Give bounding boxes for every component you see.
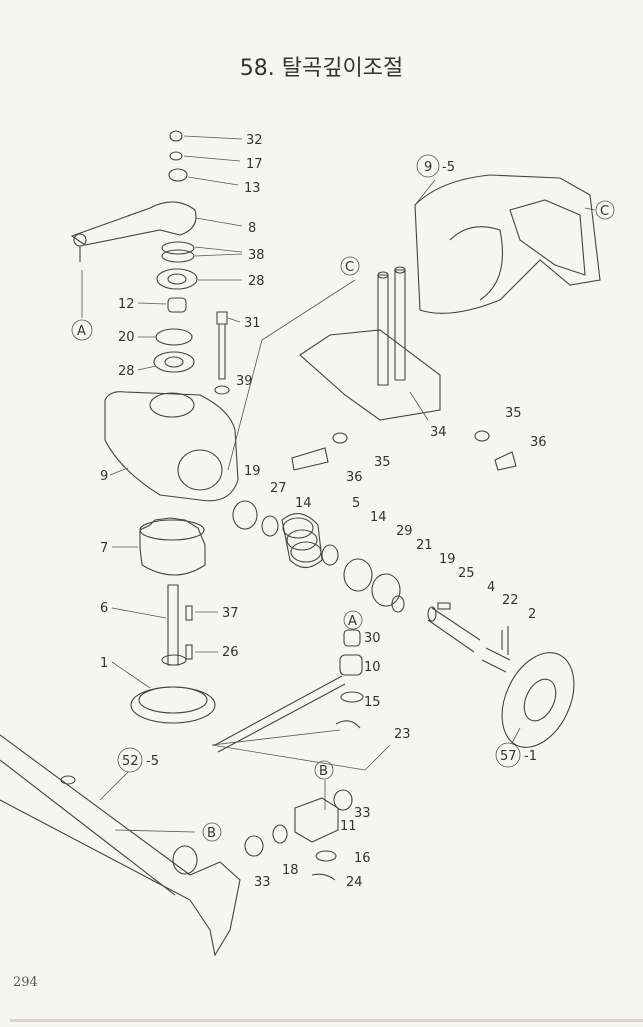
callout-4: 4 xyxy=(487,580,495,595)
callout-39: 39 xyxy=(236,374,253,389)
callout-11: 11 xyxy=(340,819,357,834)
reference-markers: A A B B C C 9 -5 52 -5 57 -1 xyxy=(71,154,615,842)
callout-26: 26 xyxy=(222,645,239,660)
ref-figure-52: 52 xyxy=(122,754,139,769)
callout-19-right: 19 xyxy=(439,552,456,567)
callout-10: 10 xyxy=(364,660,381,675)
callout-38: 38 xyxy=(248,248,265,263)
callout-7: 7 xyxy=(100,541,108,556)
ref-b-upper: B xyxy=(319,764,328,779)
callout-14-right: 14 xyxy=(370,510,387,525)
callout-28-upper: 28 xyxy=(248,274,265,289)
ref-c-left: C xyxy=(345,260,354,275)
callout-12: 12 xyxy=(118,297,135,312)
callout-labels: 32 17 13 8 38 28 12 20 28 31 39 9 19 27 … xyxy=(100,133,547,890)
callout-20: 20 xyxy=(118,330,135,345)
callout-33-left: 33 xyxy=(254,875,271,890)
callout-16: 16 xyxy=(354,851,371,866)
callout-5: 5 xyxy=(352,496,360,511)
callout-36-right: 36 xyxy=(530,435,547,450)
callout-8: 8 xyxy=(248,221,256,236)
callout-34: 34 xyxy=(430,425,447,440)
scan-edge xyxy=(10,1019,643,1022)
callout-35-left: 35 xyxy=(374,455,391,470)
callout-15: 15 xyxy=(364,695,381,710)
callout-18: 18 xyxy=(282,863,299,878)
callout-24: 24 xyxy=(346,875,363,890)
callout-32: 32 xyxy=(246,133,263,148)
callout-9: 9 xyxy=(100,469,108,484)
callout-27: 27 xyxy=(270,481,287,496)
callout-2: 2 xyxy=(528,607,536,622)
ref-a-left: A xyxy=(77,324,86,339)
ref-figure-57-suffix: -1 xyxy=(524,749,537,764)
callout-28-lower: 28 xyxy=(118,364,135,379)
callout-36-left: 36 xyxy=(346,470,363,485)
callout-13: 13 xyxy=(244,181,261,196)
callout-25: 25 xyxy=(458,566,475,581)
callout-35-right: 35 xyxy=(505,406,522,421)
callout-17: 17 xyxy=(246,157,263,172)
ref-figure-57: 57 xyxy=(500,749,517,764)
ref-figure-52-suffix: -5 xyxy=(146,754,159,769)
callout-14-left: 14 xyxy=(295,496,312,511)
page-number: 294 xyxy=(13,975,38,990)
callout-23: 23 xyxy=(394,727,411,742)
callout-29: 29 xyxy=(396,524,413,539)
page-title: 58. 탈곡깊이조절 xyxy=(239,56,404,81)
callout-19-left: 19 xyxy=(244,464,261,479)
callout-31: 31 xyxy=(244,316,261,331)
callout-6: 6 xyxy=(100,601,108,616)
callout-22: 22 xyxy=(502,593,519,608)
callout-1: 1 xyxy=(100,656,108,671)
part-drawings xyxy=(0,130,601,957)
ref-a-right: A xyxy=(348,614,357,629)
ref-figure-9-suffix: -5 xyxy=(442,160,455,175)
callout-33-right: 33 xyxy=(354,806,371,821)
callout-30: 30 xyxy=(364,631,381,646)
ref-c-right: C xyxy=(600,204,609,219)
callout-21: 21 xyxy=(416,538,433,553)
ref-figure-9: 9 xyxy=(424,160,432,175)
ref-b-lower: B xyxy=(207,826,216,841)
callout-37: 37 xyxy=(222,606,239,621)
